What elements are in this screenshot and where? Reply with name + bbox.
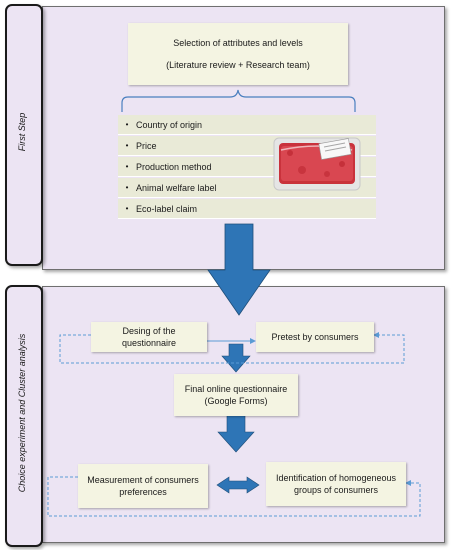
attribute-item-country: • Country of origin: [118, 115, 376, 135]
attributes-selection-title: Selection of attributes and levels: [173, 38, 303, 49]
down-arrow-design-final: [221, 343, 251, 373]
second-step-side-tab: [5, 285, 43, 547]
attribute-label: Animal welfare label: [136, 182, 217, 193]
attribute-label: Eco-label claim: [136, 203, 198, 214]
measurement-box: Measurement of consumers preferences: [78, 464, 208, 508]
dashed-loop-bottom: [47, 476, 421, 517]
attributes-selection-source: (Literature review + Research team): [166, 59, 310, 70]
meat-package-image: [273, 137, 361, 191]
double-arrow: [216, 476, 260, 494]
attribute-item-ecolabel: • Eco-label claim: [118, 199, 376, 219]
attribute-label: Production method: [136, 161, 212, 172]
identification-box: Identification of homogeneous groups of …: [266, 462, 406, 506]
attribute-label: Country of origin: [136, 119, 203, 130]
dashed-loop-top: [59, 332, 405, 364]
attributes-selection-box: Selection of attributes and levels (Lite…: [128, 23, 348, 85]
final-questionnaire-box: Final online questionnaire (Google Forms…: [174, 374, 298, 416]
pretest-box: Pretest by consumers: [256, 322, 374, 352]
design-questionnaire-box: Desing of the questionnaire: [91, 322, 207, 352]
attribute-label: Price: [136, 140, 157, 151]
big-down-arrow: [207, 223, 271, 316]
first-step-side-tab: [5, 4, 43, 266]
down-arrow-final-bottom: [217, 414, 255, 453]
brace-connector: [121, 89, 356, 112]
